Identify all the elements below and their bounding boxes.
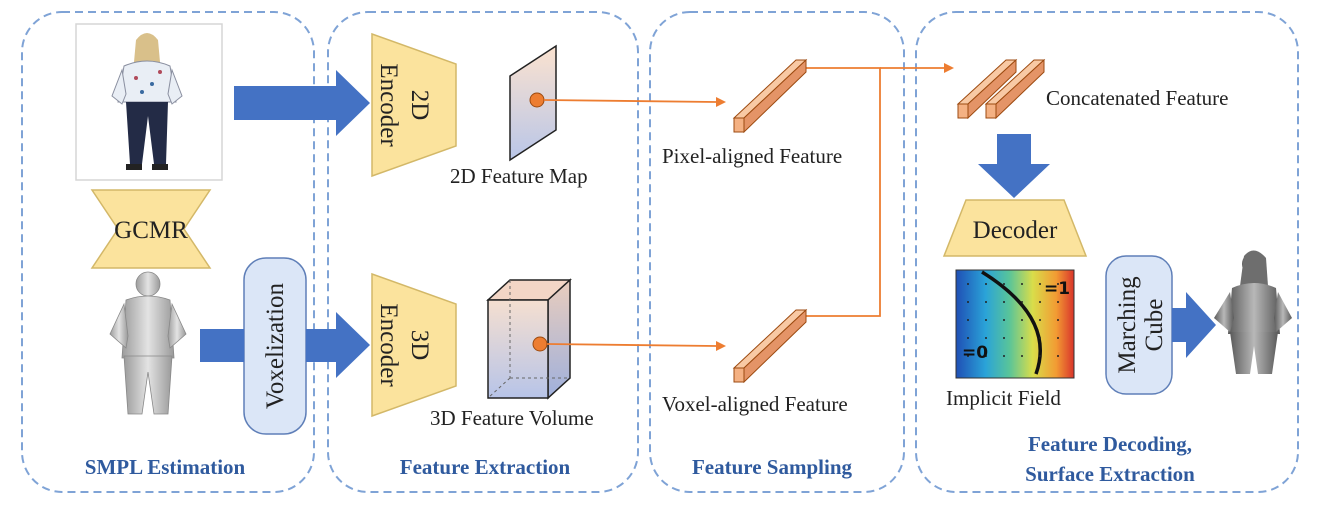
implicit-field-label: Implicit Field (946, 386, 1061, 410)
encoder-2d-label-line2: Encoder (375, 63, 402, 147)
reconstructed-mesh (1214, 250, 1292, 374)
feature-point-3d (532, 336, 548, 352)
encoder-3d-label-line1: 3D (406, 330, 433, 361)
voxel-aligned-feature-bar (732, 308, 808, 384)
input-photo (75, 23, 223, 181)
feature-point-2d (529, 92, 545, 108)
pixel-aligned-feature-bar (732, 58, 808, 134)
smpl-mesh (109, 271, 187, 415)
arrow-marching-to-mesh (1172, 292, 1216, 358)
voxelization-block: Voxelization (243, 257, 307, 435)
panel-feature-sampling (649, 11, 905, 493)
encoder-2d-block: 2D Encoder (371, 32, 457, 178)
field-value-one: =1 (1044, 279, 1070, 299)
marching-cube-label-line1: Marching (1114, 276, 1141, 374)
concatenated-feature-label: Concatenated Feature (1046, 86, 1229, 110)
panel-feature-extraction (327, 11, 639, 493)
gcmr-block: GCMR (90, 189, 212, 269)
arrow-mesh-to-voxelization (200, 329, 244, 362)
encoder-3d-block: 3D Encoder (371, 272, 457, 418)
sampling-lines (543, 63, 954, 351)
panel-feature-decoding (915, 11, 1299, 493)
panel-title-extraction: Feature Extraction (400, 455, 571, 479)
feature-map-2d (509, 44, 557, 162)
panel-title-smpl: SMPL Estimation (85, 455, 246, 479)
feature-volume-3d-label: 3D Feature Volume (430, 406, 594, 430)
pixel-aligned-feature-label: Pixel-aligned Feature (662, 144, 842, 168)
panel-title-decoding-line2: Surface Extraction (1025, 462, 1195, 486)
arrow-concat-to-decoder (978, 134, 1050, 198)
feature-volume-3d (486, 278, 572, 400)
marching-cube-block: Marching Cube (1105, 255, 1173, 395)
decoder-label: Decoder (973, 217, 1058, 244)
decoder-block: Decoder (942, 199, 1088, 257)
voxel-aligned-feature-label: Voxel-aligned Feature (662, 392, 848, 416)
marching-cube-label-line2: Cube (1141, 299, 1168, 352)
panel-smpl-estimation (21, 11, 315, 493)
panel-title-decoding-line1: Feature Decoding, (1028, 432, 1192, 456)
panel-title-sampling: Feature Sampling (692, 455, 853, 479)
feature-map-2d-label: 2D Feature Map (450, 164, 588, 188)
encoder-2d-label-line1: 2D (406, 90, 433, 121)
concatenated-feature-bars (956, 58, 1046, 120)
field-value-zero: =0 (962, 343, 988, 363)
voxelization-label: Voxelization (262, 283, 289, 409)
gcmr-label: GCMR (114, 217, 188, 244)
implicit-field: =1 =0 (955, 269, 1075, 379)
arrow-voxelization-to-3d-encoder (306, 312, 370, 378)
encoder-3d-label-line2: Encoder (375, 303, 402, 387)
arrow-photo-to-2d-encoder (234, 70, 370, 136)
